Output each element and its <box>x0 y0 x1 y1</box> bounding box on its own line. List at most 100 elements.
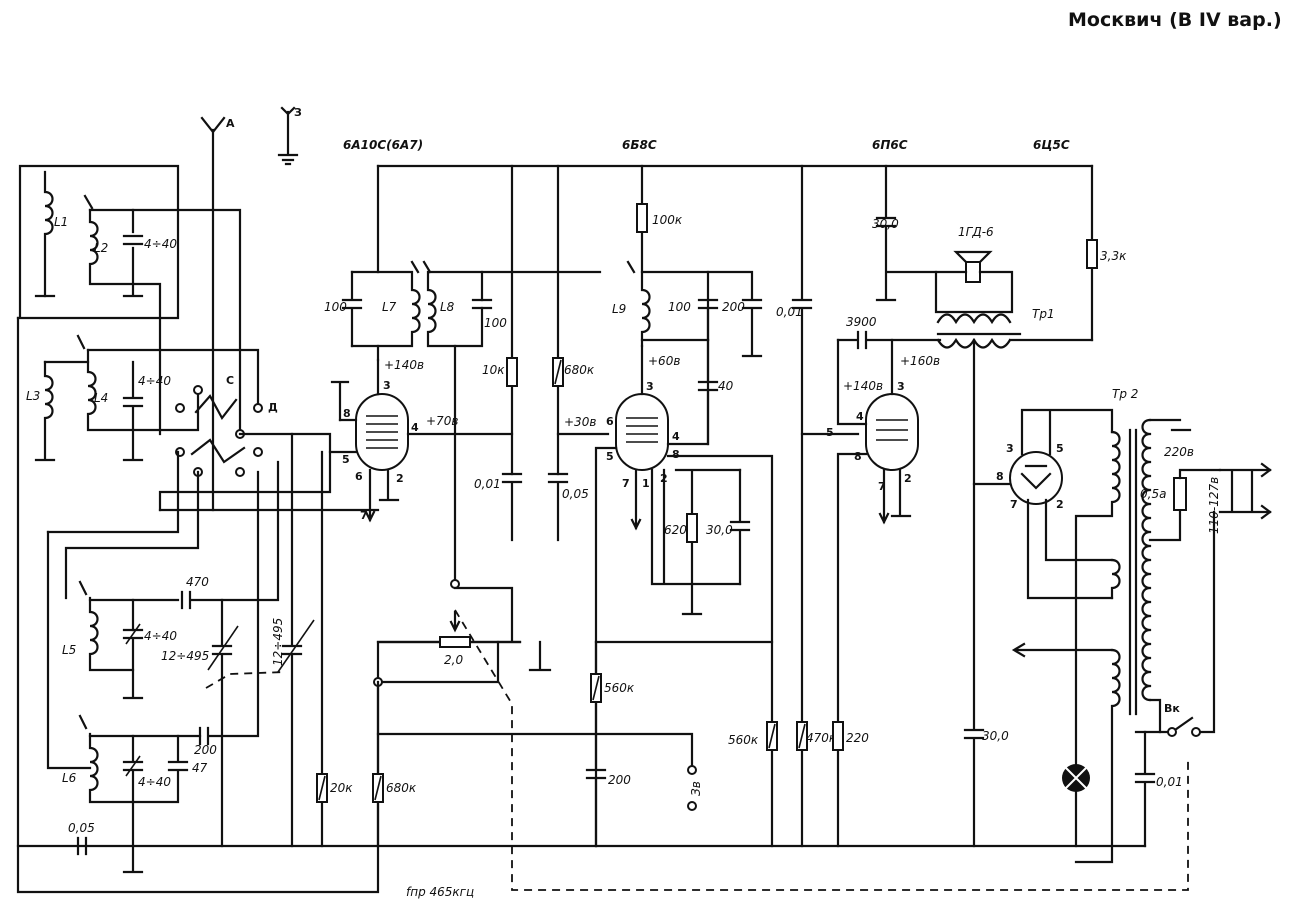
wave-switch[interactable]: С Д <box>175 374 278 477</box>
capacitor-c6: 12÷495 <box>271 432 315 848</box>
svg-text:100: 100 <box>484 316 507 330</box>
svg-text:4: 4 <box>411 421 419 434</box>
wire-jack <box>376 732 694 768</box>
coil-L6: L6 <box>46 450 202 804</box>
capacitor-c24: 0,01 <box>1134 730 1183 848</box>
svg-text:Вк: Вк <box>1164 702 1180 715</box>
svg-text:220: 220 <box>846 731 869 745</box>
capacitor-c17: 0,01 <box>776 164 813 848</box>
svg-text:0,05: 0,05 <box>562 487 589 501</box>
svg-text:200: 200 <box>608 773 631 787</box>
svg-text:4÷40: 4÷40 <box>144 629 177 643</box>
svg-text:4: 4 <box>856 410 864 423</box>
svg-text:7: 7 <box>622 477 630 490</box>
capacitor-c4: 4÷40 <box>122 623 177 700</box>
svg-text:0,5а: 0,5а <box>1140 487 1166 501</box>
antenna-label: А <box>226 117 235 130</box>
svg-text:Тр 2: Тр 2 <box>1112 387 1138 401</box>
ground-label: З <box>294 106 302 119</box>
capacitor-c16: 200 <box>706 270 763 358</box>
voltage-3: +30в <box>564 415 596 429</box>
svg-text:200: 200 <box>194 743 217 757</box>
coil-L8: L8 100 <box>410 260 602 586</box>
volume-potentiometer[interactable]: 2,0 <box>376 579 552 672</box>
svg-text:6: 6 <box>606 415 614 428</box>
svg-text:100: 100 <box>324 300 347 314</box>
svg-text:Тр1: Тр1 <box>1032 307 1055 321</box>
svg-text:470к: 470к <box>806 731 837 745</box>
tube-4: 3 5 8 7 2 <box>972 408 1114 600</box>
tube-label-2: 6Б8С <box>622 138 657 152</box>
svg-text:L9: L9 <box>612 302 626 316</box>
svg-text:680к: 680к <box>386 781 417 795</box>
transformer-Tr2: Тр 2 <box>1074 387 1192 864</box>
svg-text:L4: L4 <box>94 391 108 405</box>
svg-text:5: 5 <box>342 453 350 466</box>
svg-text:5: 5 <box>1056 442 1064 455</box>
fuse: 0,5а <box>1140 468 1222 511</box>
svg-text:1ГД-6: 1ГД-6 <box>958 225 994 239</box>
mains-220: 220в <box>1164 445 1194 459</box>
svg-text:L5: L5 <box>62 643 76 657</box>
resistor-r3: 100к <box>652 213 683 227</box>
svg-text:7: 7 <box>360 509 368 522</box>
svg-text:12÷495: 12÷495 <box>161 649 209 663</box>
pilot-lamp-icon <box>1062 764 1090 792</box>
svg-text:2: 2 <box>396 472 404 485</box>
svg-text:L2: L2 <box>94 241 108 255</box>
svg-text:0,05: 0,05 <box>68 821 95 835</box>
resistor-r2: 680к <box>552 164 595 476</box>
power-switch[interactable]: Вк <box>1134 510 1216 737</box>
svg-text:4: 4 <box>672 430 680 443</box>
svg-text:6: 6 <box>355 470 363 483</box>
svg-text:620: 620 <box>664 523 687 537</box>
tube-3: 4 3 5 8 7 2 <box>826 338 919 848</box>
svg-text:8: 8 <box>672 448 680 461</box>
capacitor-c13: 0,01 <box>474 472 523 542</box>
capacitor-c19: 30,0 <box>706 468 751 586</box>
resistor-r7: 560к 200 <box>585 640 635 848</box>
svg-text:5: 5 <box>606 450 614 463</box>
svg-text:2,0: 2,0 <box>444 653 463 667</box>
if-frequency-note: fпр 465кгц <box>406 885 474 899</box>
outer-frame-left <box>16 164 180 320</box>
svg-text:30,0: 30,0 <box>872 217 899 231</box>
supply-rail <box>376 164 1094 274</box>
capacitor-c18: 40 <box>697 338 734 446</box>
svg-text:L8: L8 <box>440 300 455 314</box>
svg-text:7: 7 <box>1010 498 1018 511</box>
wire-pot-2 <box>376 640 500 684</box>
svg-text:0,01: 0,01 <box>1156 775 1183 789</box>
antenna-icon: А <box>200 116 235 512</box>
gang-link <box>205 671 287 689</box>
arrow-head <box>1011 642 1026 658</box>
svg-text:Д: Д <box>268 401 278 414</box>
resistor-r4: 620 <box>664 468 742 616</box>
tube-label-4: 6Ц5С <box>1033 138 1070 152</box>
svg-text:1: 1 <box>642 477 650 490</box>
capacitor-c9: 4÷40 <box>122 734 171 804</box>
diagram-title: Москвич (В IV вар.) <box>1068 9 1282 31</box>
svg-text:С: С <box>226 374 234 387</box>
capacitor-c2: 4÷40 <box>122 360 171 462</box>
coil-L3: L3 <box>26 360 56 462</box>
coil-L7: 100 L7 <box>324 270 421 362</box>
capacitor-c20: 30,0 <box>872 164 938 302</box>
svg-text:470: 470 <box>186 575 209 589</box>
speaker-icon: 1ГД-6 <box>934 225 1014 314</box>
svg-text:560к: 560к <box>728 733 759 747</box>
jack-terminal[interactable]: Зв <box>687 765 703 811</box>
svg-text:2: 2 <box>904 472 912 485</box>
svg-text:560к: 560к <box>604 681 635 695</box>
resistor-r1: 10к <box>482 164 518 476</box>
capacitor-c15: 100 <box>668 298 719 342</box>
svg-text:3: 3 <box>897 380 905 393</box>
svg-text:8: 8 <box>343 407 351 420</box>
resistor-r5: 3,3к <box>1086 164 1127 342</box>
resistor-r11: 20к <box>316 450 353 848</box>
coil-L1: L1 <box>34 170 68 298</box>
svg-text:100: 100 <box>668 300 691 314</box>
tube-1: 3 8 4 5 6 2 7 <box>328 358 514 523</box>
resistor-r9: 470к <box>796 721 837 751</box>
